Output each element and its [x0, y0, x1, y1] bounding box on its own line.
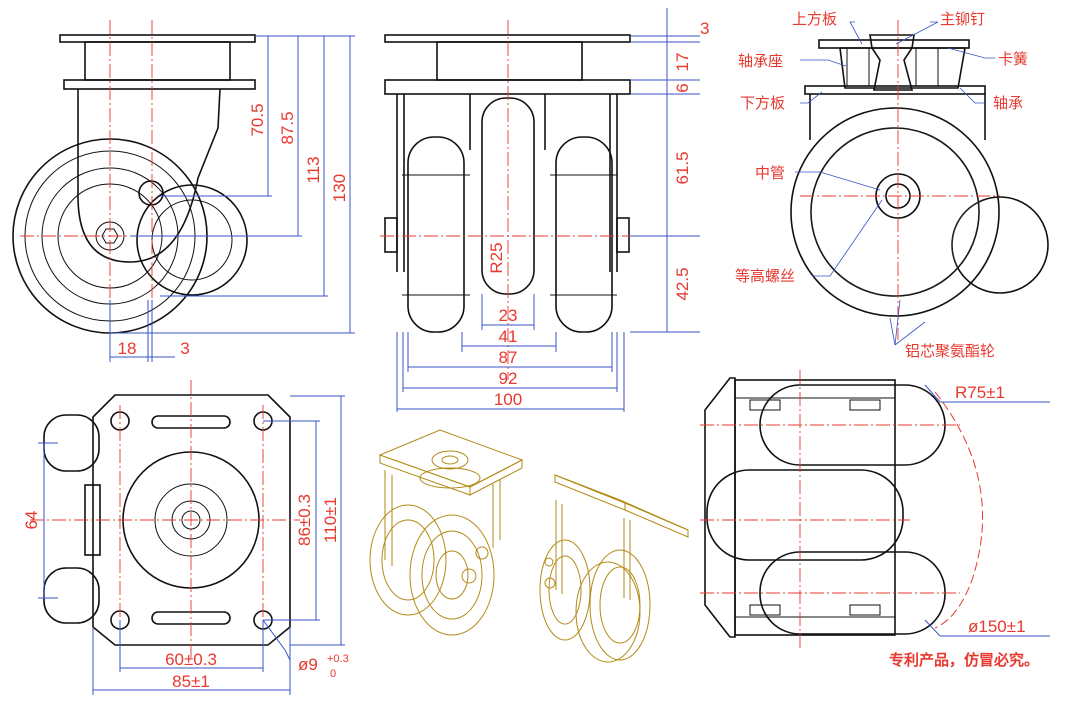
top-dim-110: 110±1	[321, 497, 340, 543]
front-dim-23: 23	[499, 306, 518, 325]
side-dim-113: 113	[304, 156, 323, 183]
side-dim-3: 3	[180, 339, 189, 358]
side-view: 70.5 87.5 113 130 18 3	[12, 20, 355, 362]
isometric-view-1	[369, 429, 524, 636]
side-dim-130: 130	[330, 174, 349, 202]
side-dim-18: 18	[118, 339, 137, 358]
patent-notice: 专利产品，仿冒必究。	[889, 651, 1039, 669]
bottom-dim-r75: R75±1	[955, 383, 1005, 402]
side-dim-87-5: 87.5	[278, 111, 297, 144]
bottom-dim-d150: ø150±1	[968, 617, 1026, 636]
isometric-view-2	[539, 474, 689, 663]
label-wheel: 铝芯聚氨酯轮	[905, 343, 995, 360]
front-dim-6: 6	[673, 83, 692, 92]
top-dim-hole-tol-lower: 0	[330, 668, 336, 680]
front-dim-92: 92	[499, 369, 518, 388]
top-dim-85: 85±1	[172, 672, 210, 691]
label-spring-clip: 卡簧	[998, 51, 1028, 68]
side-dim-70-5: 70.5	[248, 103, 267, 136]
front-dim-87: 87	[499, 348, 518, 367]
label-bearing-seat: 轴承座	[738, 53, 783, 70]
front-dim-3: 3	[700, 19, 709, 38]
top-view: 64 86±0.3 110±1 60±0.3 85±1 ø9 +0.3 0	[22, 380, 349, 695]
label-center-tube: 中管	[755, 165, 785, 182]
top-dim-hole-tol-upper: +0.3	[327, 653, 349, 665]
front-dim-100: 100	[494, 390, 522, 409]
front-dim-17: 17	[673, 53, 692, 72]
top-dim-86: 86±0.3	[295, 494, 314, 546]
label-upper-plate: 上方板	[792, 10, 837, 28]
front-dim-42-5: 42.5	[673, 267, 692, 300]
front-dim-61-5: 61.5	[673, 151, 692, 184]
top-dim-hole: ø9	[298, 655, 318, 674]
label-lower-plate: 下方板	[740, 94, 785, 112]
bottom-view: R75±1 ø150±1	[700, 370, 1050, 650]
top-dim-64: 64	[22, 511, 41, 530]
front-dim-r25: R25	[487, 242, 506, 273]
top-dim-60: 60±0.3	[165, 650, 217, 669]
label-bearing: 轴承	[993, 95, 1023, 112]
label-main-rivet: 主铆钉	[940, 11, 985, 28]
front-dim-41: 41	[499, 327, 518, 346]
label-contour-screw: 等高螺丝	[735, 267, 795, 285]
section-view: 上方板 主铆钉 轴承座 卡簧 下方板 轴承 中管 等高螺丝 铝芯聚氨酯轮	[735, 10, 1049, 360]
front-view: 3 17 6 61.5 42.5 R25 23 41 87 92 100	[380, 8, 709, 412]
